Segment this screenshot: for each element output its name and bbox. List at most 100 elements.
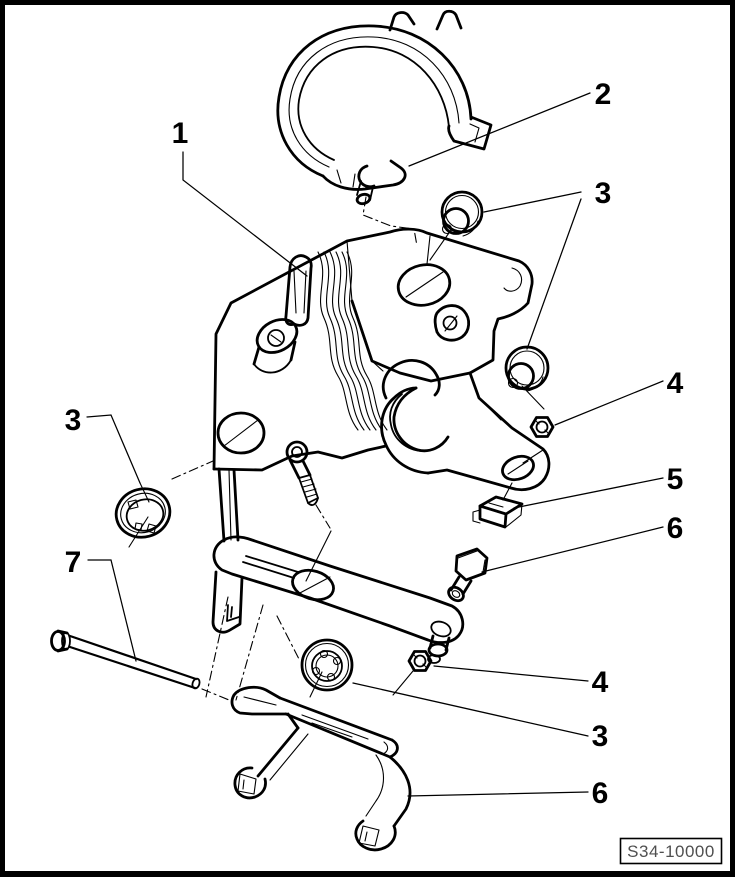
drawing-stroke: [288, 36, 460, 168]
drawing-stroke: [336, 169, 356, 188]
drawing-stroke: [300, 478, 318, 498]
callout-3-left: 3: [65, 404, 82, 437]
drawing-stroke: [284, 712, 392, 759]
drawing-stroke: [457, 550, 486, 573]
drawing-stroke: [504, 345, 550, 391]
drawing-stroke: [335, 251, 377, 431]
gate-arc: [276, 9, 493, 206]
callout-5: 5: [667, 463, 684, 496]
drawing-stroke: [228, 469, 232, 541]
drawing-stroke: [509, 350, 545, 386]
drawing-stroke: [278, 696, 394, 742]
main-bracket: [212, 227, 551, 543]
callout-6-lower: 6: [592, 777, 609, 810]
drawing-stroke: [392, 670, 414, 696]
drawing-stroke: [354, 819, 397, 852]
drawing-stroke: [441, 223, 453, 235]
drawing-stroke: [503, 267, 523, 292]
drawing-stroke: [212, 535, 465, 644]
drawing-stroke: [304, 642, 350, 688]
drawing-stroke: [442, 315, 458, 331]
drawing-stroke: [346, 235, 431, 372]
nut-lower: [392, 650, 433, 696]
shift-fork: [230, 685, 412, 852]
leader-line-1: [182, 151, 308, 277]
drawing-stroke: [488, 502, 504, 508]
drawing-stroke: [139, 482, 150, 503]
drawing-stroke: [405, 271, 444, 298]
stop-block: [472, 482, 524, 529]
drawing-stroke: [201, 688, 230, 701]
drawing-stroke: [447, 585, 465, 603]
drawing-stroke: [252, 340, 297, 366]
drawing-stroke: [535, 420, 549, 434]
drawing-stroke: [329, 251, 371, 431]
drawing-stroke: [507, 362, 535, 390]
drawing-stroke: [307, 497, 319, 506]
drawing-stroke: [357, 164, 376, 189]
drawing-stroke: [127, 499, 157, 534]
drawing-stroke: [309, 671, 323, 698]
selector-arm: [211, 535, 465, 664]
drawing-stroke: [389, 393, 423, 452]
drawing-stroke: [433, 304, 471, 342]
drawing-stroke: [462, 220, 479, 237]
drawing-stroke: [226, 604, 240, 622]
drawing-stroke: [321, 159, 407, 191]
leader-line-5: [513, 477, 664, 509]
drawing-stroke: [444, 315, 458, 332]
drawing-stroke: [380, 386, 430, 475]
drawing-stroke: [407, 650, 433, 672]
drawing-stroke: [427, 654, 441, 664]
drawing-stroke: [297, 45, 450, 161]
drawing-stroke: [362, 196, 418, 247]
drawing-stroke: [242, 555, 299, 579]
alignment-lines: [171, 196, 545, 701]
drawing-stroke: [429, 229, 452, 261]
drawing-stroke: [326, 672, 336, 682]
drawing-stroke: [447, 115, 493, 151]
drawing-stroke: [341, 251, 383, 431]
figure-code-text: S34-10000: [627, 842, 715, 861]
drawing-stroke: [291, 568, 335, 602]
drawing-stroke: [212, 227, 534, 471]
drawing-stroke: [388, 755, 412, 828]
drawing-stroke: [529, 416, 555, 438]
leader-line-6-lower: [407, 791, 589, 797]
drawing-stroke: [276, 24, 473, 178]
drawing-stroke: [300, 638, 354, 692]
drawing-stroke: [469, 123, 480, 143]
callout-4-upper: 4: [667, 367, 684, 400]
drawing-stroke: [211, 570, 244, 634]
drawing-stroke: [381, 359, 441, 400]
drawing-stroke: [413, 654, 427, 668]
drawing-stroke: [332, 656, 342, 666]
leader-line-4-lower: [433, 665, 589, 682]
drawing-stroke: [291, 446, 303, 458]
drawing-stroke: [233, 766, 267, 800]
drawing-stroke: [286, 712, 300, 730]
drawing-stroke: [619, 837, 723, 865]
drawing-stroke: [253, 359, 292, 374]
callout-6-upper: 6: [667, 512, 684, 545]
bearing-washer-lower: [300, 638, 354, 698]
drawing-stroke: [243, 696, 277, 706]
drawing-stroke: [114, 487, 172, 539]
drawing-stroke: [269, 733, 309, 781]
leader-line-4-upper: [554, 380, 664, 426]
callout-4-lower: 4: [592, 666, 609, 699]
drawing-stroke: [125, 498, 165, 532]
leader-line-3-left: [86, 414, 141, 484]
drawing-stroke: [237, 773, 257, 795]
drawing-stroke: [216, 411, 266, 455]
drawing-stroke: [534, 419, 550, 435]
drawing-stroke: [442, 207, 470, 235]
drawing-stroke: [478, 397, 544, 464]
drawing-stroke: [396, 263, 452, 307]
drawing-stroke: [430, 620, 452, 638]
drawing-stroke: [388, 11, 416, 32]
drawing-stroke: [61, 631, 71, 651]
drawing-stroke: [255, 318, 299, 354]
